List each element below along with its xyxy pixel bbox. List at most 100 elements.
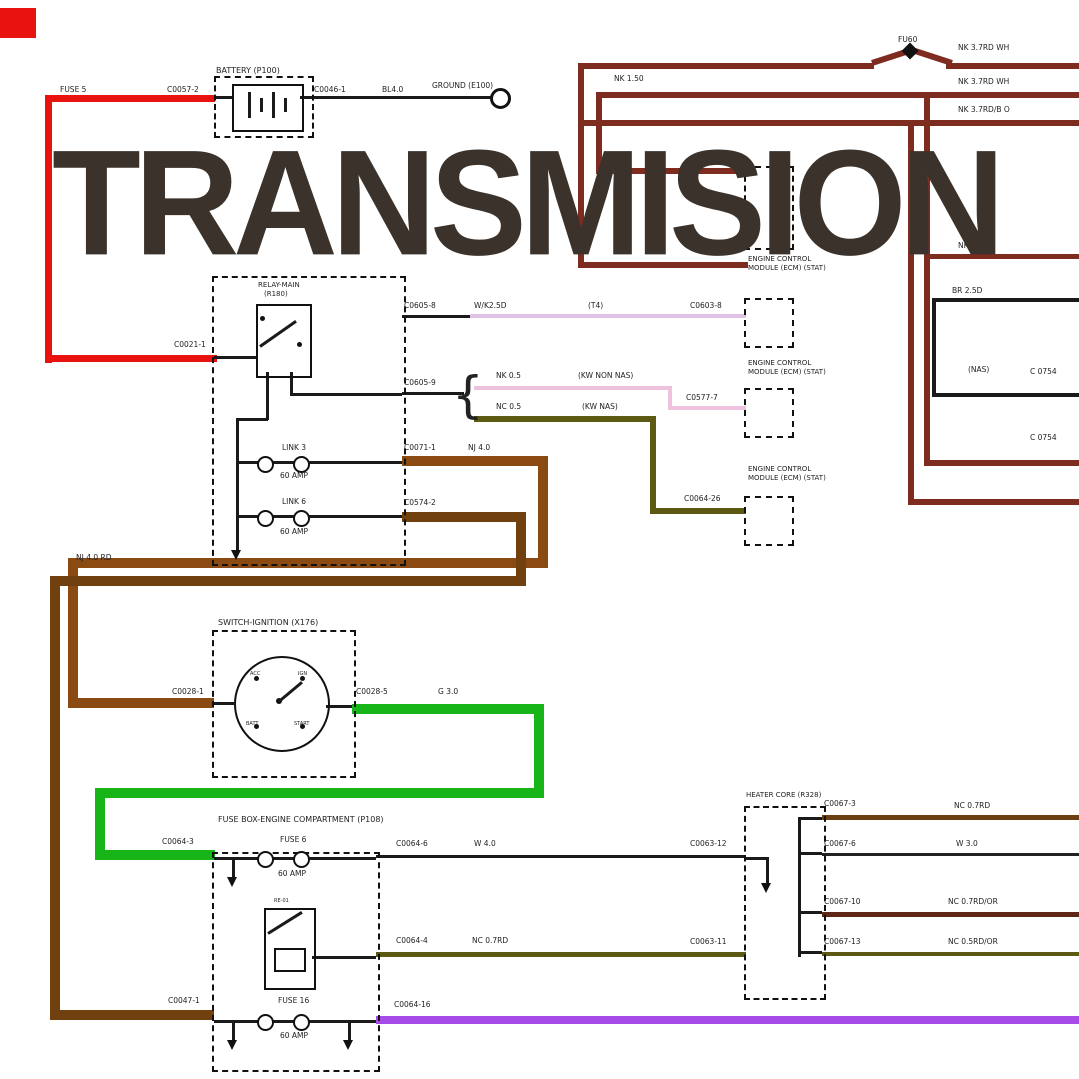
wire-label: BATTERY (P100) — [216, 66, 280, 75]
wire-maroon — [924, 254, 1079, 259]
wire-brown — [50, 1010, 214, 1020]
wire-label: RE-01 — [274, 898, 289, 904]
wire-maroon — [946, 63, 1079, 69]
wire-label: 60 AMP — [280, 1031, 309, 1040]
wire-black — [262, 857, 308, 860]
wire-black — [290, 372, 293, 396]
wire-label: C0047-1 — [168, 996, 200, 1005]
wire-label: NK 2.5 — [958, 241, 983, 250]
wire-lavender — [470, 314, 746, 318]
wire-label: C0067-13 — [824, 937, 861, 946]
wire-label: BR 2.5D — [952, 286, 983, 295]
wire-label: ENGINE CONTROL — [748, 255, 812, 263]
wire-label: NC 0.5RD/OR — [948, 937, 998, 946]
wire-black — [348, 1020, 351, 1042]
wire-red — [45, 95, 215, 102]
wire-olive — [650, 416, 656, 514]
wire-maroon — [924, 92, 930, 466]
wire-label: FUSE 6 — [280, 835, 307, 844]
wire-brown — [68, 558, 548, 568]
wire-black — [402, 315, 472, 318]
wire-maroon — [578, 63, 584, 268]
wire-label: RELAY-MAIN — [258, 281, 300, 289]
wire-label: NK 0.5 — [496, 371, 521, 380]
wire-label: HEATER CORE (R328) — [746, 791, 822, 799]
wire-label: NJ 4.0 RD — [76, 553, 112, 562]
wire-label: IGN — [298, 671, 308, 677]
wire-black — [236, 418, 268, 421]
wire-label: GROUND (E100) — [432, 81, 494, 90]
wire-label: ACC — [250, 671, 261, 677]
ecm-connector-box-top — [744, 166, 794, 250]
wire-label: (T4) — [588, 301, 604, 310]
wire-black — [932, 298, 936, 397]
fusible-link-loop — [293, 456, 310, 473]
ignition-switch-box — [212, 630, 356, 778]
wire-label: C0064-3 — [162, 837, 194, 846]
wire-label: 60 AMP — [280, 527, 309, 536]
relay-symbol-box — [264, 908, 316, 990]
battery-box — [214, 76, 314, 138]
wire-label: MODULE (ECM) (STAT) — [748, 368, 826, 376]
wire-label: C0067-3 — [824, 799, 856, 808]
wire-label: (NAS) — [968, 365, 990, 374]
wire-black — [798, 817, 801, 957]
fuse-loop — [257, 1014, 274, 1031]
wire-pink — [668, 406, 746, 410]
battery-plate — [272, 92, 275, 118]
wire-label: W 4.0 — [474, 839, 496, 848]
wire-red — [45, 95, 52, 363]
wire-brown — [50, 576, 60, 1020]
wire-brown — [822, 815, 1079, 820]
wire-black — [290, 393, 402, 396]
wire-label: NK 1.50 — [614, 74, 644, 83]
ground-arrow — [343, 1040, 353, 1050]
wire-label: C0057-2 — [167, 85, 199, 94]
wire-maroon — [596, 92, 602, 174]
wire-label: NK 3.7RD/B O — [958, 105, 1010, 114]
wire-maroon — [578, 63, 874, 69]
fusible-link-loop — [257, 510, 274, 527]
wire-label: W 3.0 — [956, 839, 978, 848]
wire-label: (R180) — [264, 290, 288, 298]
wire-pink — [474, 386, 672, 390]
heater-box — [744, 806, 826, 1000]
fusible-link-loop — [257, 456, 274, 473]
wire-label: C0067-10 — [824, 897, 861, 906]
wire-black — [766, 857, 769, 885]
wire-label: (KW NON NAS) — [578, 371, 634, 380]
wire-label: C0028-5 — [356, 687, 388, 696]
wire-label: ENGINE CONTROL — [748, 465, 812, 473]
ignition-terminal — [254, 676, 259, 681]
wire-black — [214, 1020, 258, 1023]
wire-green — [95, 850, 215, 860]
wire-label: C0605-9 — [404, 378, 436, 387]
wire-brown — [68, 698, 214, 708]
wire-label: C0028-1 — [172, 687, 204, 696]
wire-label: C0063-12 — [690, 839, 727, 848]
wire-label: C0064-6 — [396, 839, 428, 848]
wire-label: NC 0.5 — [496, 402, 522, 411]
wire-label: C0067-6 — [824, 839, 856, 848]
fuse-loop — [293, 851, 310, 868]
relay-terminal — [260, 316, 265, 321]
wire-label: C0577-7 — [686, 393, 718, 402]
wire-black — [308, 96, 500, 99]
relay-main-box — [212, 276, 406, 566]
wire-black — [214, 702, 234, 705]
wire-black — [798, 852, 822, 855]
ground-arrow — [761, 883, 771, 893]
battery-plate — [248, 92, 251, 118]
red-corner-mark — [0, 8, 36, 38]
wire-label: BL4.0 — [382, 85, 404, 94]
relay-coil-box — [274, 948, 306, 972]
wire-label: W/K2.5D — [474, 301, 507, 310]
fusible-link-loop — [293, 510, 310, 527]
relay-symbol-box — [256, 304, 312, 378]
wire-label: C0063-11 — [690, 937, 727, 946]
wire-black — [798, 911, 822, 914]
wire-label: NK 3.7RD WH — [958, 43, 1010, 52]
ground-arrow — [231, 550, 241, 560]
wire-olive — [376, 952, 746, 957]
